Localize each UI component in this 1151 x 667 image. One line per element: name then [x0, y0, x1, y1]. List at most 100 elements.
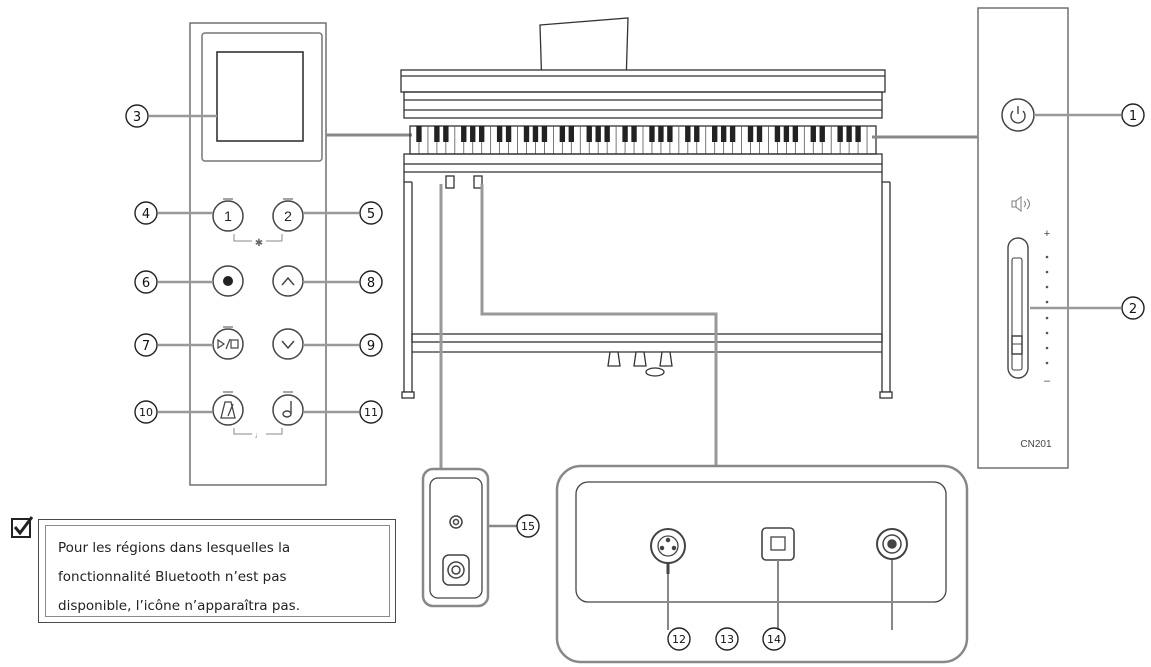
- callout-15: 15: [516, 514, 540, 538]
- metronome-button[interactable]: [212, 391, 244, 426]
- callout-4-label: 4: [142, 207, 150, 222]
- metronome-icon: [220, 401, 236, 419]
- callout-9: 9: [359, 333, 383, 357]
- model-label: CN201: [1020, 439, 1052, 450]
- callout-10-label: 10: [139, 406, 153, 419]
- piano-illustration: [400, 17, 893, 399]
- black-key: [846, 126, 852, 142]
- callout-markers: 1 2 3 4 5 6 8 7 9 10 11 15 12 13 14: [125, 103, 1145, 651]
- callout-5: 5: [359, 201, 383, 225]
- callout-6-label: 6: [142, 276, 150, 291]
- callout-14-label: 14: [767, 633, 781, 646]
- panel-button-1-label: 1: [224, 208, 232, 224]
- note-line-2: fonctionnalité Bluetooth n’est pas: [58, 569, 287, 585]
- black-key: [541, 126, 548, 142]
- callout-3: 3: [125, 104, 149, 128]
- record-button[interactable]: [212, 265, 244, 297]
- black-key: [855, 126, 861, 142]
- black-key: [568, 126, 574, 142]
- callout-12-label: 12: [672, 633, 686, 646]
- rear-connector-panel: [480, 184, 969, 664]
- black-key: [756, 126, 763, 142]
- note-content: Pour les régions dans lesquelles la fonc…: [45, 525, 390, 617]
- black-key: [694, 126, 700, 142]
- black-key: [649, 126, 655, 142]
- black-key: [461, 126, 467, 142]
- callout-13: 13: [715, 627, 739, 651]
- volume-plus-label: +: [1044, 228, 1050, 240]
- black-key: [783, 126, 790, 142]
- black-key: [712, 126, 718, 142]
- black-key: [667, 126, 673, 142]
- black-key: [479, 126, 485, 142]
- metronome-sound-bracket: ♩: [233, 428, 283, 440]
- black-key: [729, 126, 736, 142]
- panel-button-2-label: 2: [284, 208, 292, 224]
- left-control-panel: [189, 22, 412, 486]
- callout-2: 2: [1121, 296, 1145, 320]
- black-key: [470, 126, 476, 142]
- play-stop-button[interactable]: [212, 326, 244, 360]
- black-key: [720, 126, 727, 142]
- sound-button[interactable]: [272, 391, 304, 426]
- note-line-3: disponible, l’icône n’apparaîtra pas.: [58, 598, 301, 614]
- black-key: [631, 126, 637, 142]
- volume-slider[interactable]: [1007, 237, 1029, 379]
- callout-9-label: 9: [367, 339, 375, 354]
- midi-port-icon[interactable]: [650, 528, 686, 574]
- volume-minus-label: –: [1044, 375, 1051, 387]
- black-key: [559, 126, 566, 142]
- callout-8: 8: [359, 270, 383, 294]
- black-key: [792, 126, 799, 142]
- black-key: [443, 126, 449, 142]
- black-key: [586, 126, 592, 142]
- black-key: [658, 126, 664, 142]
- callout-4: 4: [134, 201, 158, 225]
- callout-8-label: 8: [367, 276, 375, 291]
- panel-button-1[interactable]: 1: [212, 198, 244, 232]
- headphone-jack-icon: [442, 515, 470, 586]
- svg-text:♩: ♩: [255, 430, 264, 440]
- power-icon: [1010, 106, 1026, 124]
- callout-6: 6: [134, 270, 158, 294]
- black-key: [434, 126, 440, 142]
- callout-10: 10: [134, 400, 158, 424]
- coaxial-jack-icon[interactable]: [876, 528, 908, 560]
- down-arrow-icon: [281, 340, 295, 350]
- black-key: [810, 126, 816, 142]
- callout-5-label: 5: [367, 207, 375, 222]
- callout-12: 12: [667, 627, 691, 651]
- black-key: [622, 126, 628, 142]
- note-line-1: Pour les régions dans lesquelles la: [58, 540, 291, 556]
- headphone-panel: [421, 184, 517, 608]
- panel-button-2[interactable]: 2: [272, 198, 304, 232]
- black-key: [523, 126, 530, 142]
- black-key: [819, 126, 825, 142]
- speaker-icon: [1011, 195, 1031, 213]
- bluetooth-bracket: ✱: [233, 234, 283, 249]
- black-key: [604, 126, 610, 142]
- volume-scale-dots: [1045, 255, 1049, 365]
- callout-11-label: 11: [364, 406, 378, 419]
- callout-1-label: 1: [1129, 109, 1137, 124]
- black-key: [532, 126, 539, 142]
- up-button[interactable]: [272, 265, 304, 297]
- volume-slider-handle[interactable]: [1011, 335, 1023, 355]
- right-control-panel: + – CN201: [872, 7, 1069, 469]
- leader-lines: [149, 113, 1121, 414]
- black-key: [505, 126, 512, 142]
- down-button[interactable]: [272, 328, 304, 360]
- up-arrow-icon: [281, 276, 295, 286]
- black-key: [416, 126, 422, 142]
- callout-2-label: 2: [1129, 302, 1137, 317]
- black-key: [685, 126, 691, 142]
- black-key: [837, 126, 843, 142]
- callout-11: 11: [359, 400, 383, 424]
- power-button[interactable]: [1001, 98, 1035, 132]
- callout-13-label: 13: [720, 633, 734, 646]
- note-box: Pour les régions dans lesquelles la fonc…: [38, 519, 396, 623]
- callout-15-label: 15: [521, 520, 535, 533]
- usb-b-port-icon[interactable]: [761, 527, 795, 561]
- black-key: [496, 126, 503, 142]
